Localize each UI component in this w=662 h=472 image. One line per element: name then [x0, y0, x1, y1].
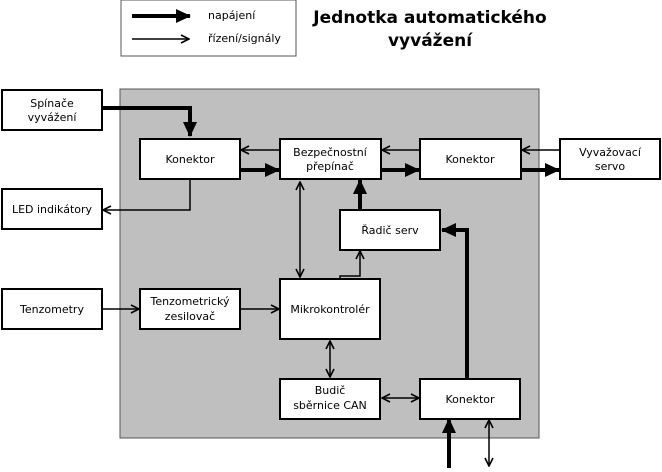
block-connector-left: Konektor — [139, 138, 241, 180]
legend-power-label: napájení — [208, 9, 256, 22]
svg-text:servo: servo — [595, 160, 626, 173]
diagram-title-line1: Jednotka automatického — [312, 8, 546, 28]
block-safety-switch: Bezpečnostní přepínač — [279, 138, 382, 180]
svg-text:Budič: Budič — [315, 384, 346, 397]
block-microcontroller: Mikrokontrolér — [279, 278, 381, 340]
svg-text:zesilovač: zesilovač — [165, 310, 215, 323]
block-servo-controller: Řadič serv — [339, 209, 441, 251]
power-bottom-connector-to-controller — [441, 223, 469, 378]
legend: napájení řízení/signály — [120, 0, 297, 57]
power-switches-to-connector — [102, 106, 197, 137]
svg-text:Konektor: Konektor — [445, 153, 495, 166]
svg-text:Tenzometrický: Tenzometrický — [149, 295, 229, 308]
block-led-indicators: LED indikátory — [1, 188, 103, 230]
block-connector-right: Konektor — [419, 138, 522, 180]
block-can-driver: Budič sběrnice CAN — [279, 378, 381, 420]
svg-text:Konektor: Konektor — [445, 393, 495, 406]
power-connections — [102, 106, 560, 468]
svg-text:Vyvažovací: Vyvažovací — [579, 146, 642, 159]
svg-text:vyvážení: vyvážení — [28, 111, 78, 124]
svg-text:Spínače: Spínače — [30, 97, 74, 110]
svg-text:přepínač: přepínač — [306, 160, 354, 173]
legend-signal-label: řízení/signály — [208, 32, 281, 45]
svg-text:LED indikátory: LED indikátory — [12, 203, 93, 216]
block-trim-servo: Vyvažovací servo — [559, 138, 661, 180]
svg-text:Řadič serv: Řadič serv — [361, 224, 419, 237]
block-strain-amplifier: Tenzometrický zesilovač — [139, 288, 241, 330]
signal-microcontroller-to-controller — [339, 251, 360, 278]
block-strain-gauges: Tenzometry — [1, 288, 103, 330]
block-connector-bottom: Konektor — [419, 378, 521, 420]
svg-text:Bezpečnostní: Bezpečnostní — [293, 146, 368, 159]
svg-text:sběrnice CAN: sběrnice CAN — [293, 399, 367, 412]
signal-connector-to-led — [103, 179, 191, 210]
block-balance-switches: Spínače vyvážení — [1, 89, 103, 131]
legend-frame — [120, 0, 297, 57]
signal-connections — [102, 150, 560, 466]
svg-text:Tenzometry: Tenzometry — [19, 303, 84, 316]
svg-text:Konektor: Konektor — [165, 153, 215, 166]
diagram-title-line2: vyvážení — [388, 31, 473, 51]
svg-text:Mikrokontrolér: Mikrokontrolér — [290, 303, 370, 316]
